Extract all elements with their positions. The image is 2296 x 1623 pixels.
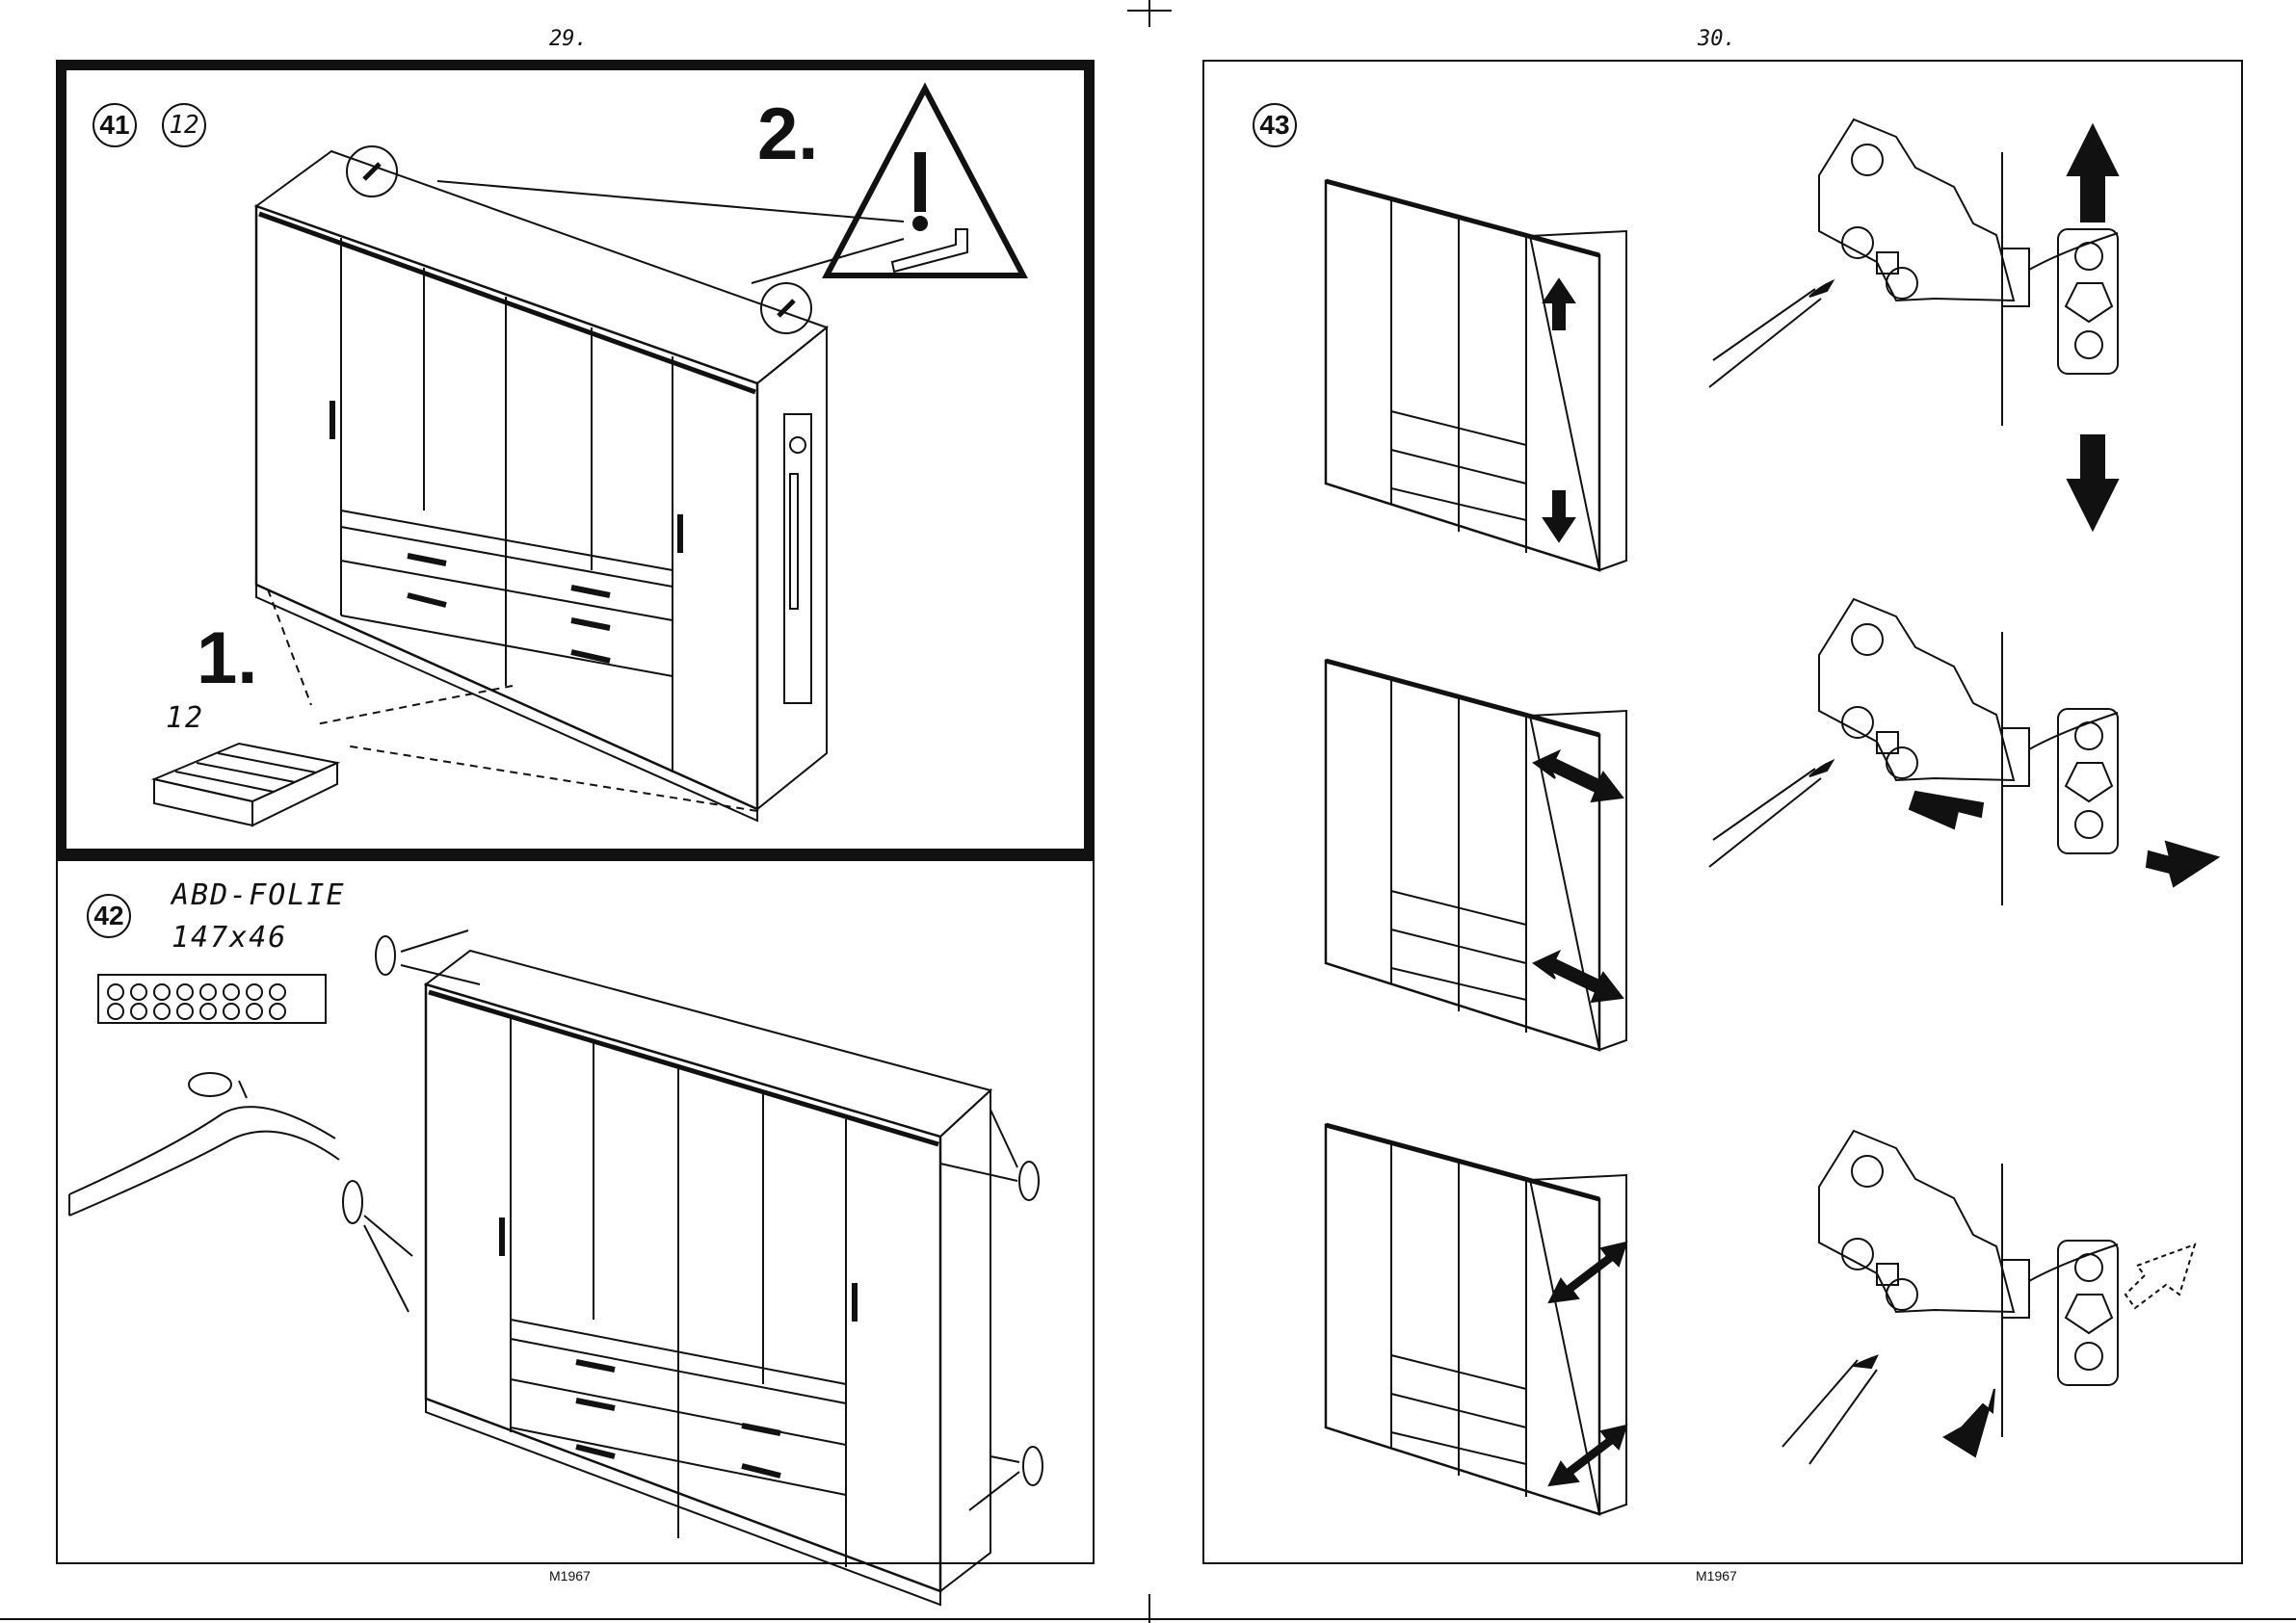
arrow-icon	[1544, 491, 1574, 541]
felt-pad-icon	[108, 984, 285, 1019]
hinge-adjust-depth	[1202, 1042, 2243, 1543]
page-number-left: 29.	[549, 27, 588, 51]
wardrobe-illustration-41	[56, 60, 1096, 850]
cabinet-hinge-icon	[1819, 119, 2118, 374]
arrow-icon	[1549, 1243, 1626, 1302]
fold-mark-top	[1148, 0, 1150, 27]
arrow-icon	[1549, 1426, 1626, 1485]
arrow-icon	[2147, 842, 2218, 886]
hinge-adjust-side	[1202, 539, 2243, 1040]
arrow-icon	[2125, 1244, 2195, 1308]
arrow-icon	[2068, 435, 2118, 530]
screwdriver-icon	[1782, 1356, 1877, 1464]
page-bottom-rule	[0, 1618, 2296, 1620]
screwdriver-icon	[1709, 281, 1833, 387]
arrow-icon	[2068, 125, 2118, 222]
page-number-right: 30.	[1698, 27, 1736, 51]
cabinet-hinge-icon	[1819, 1131, 2118, 1385]
wardrobe-illustration-42	[56, 859, 1095, 1564]
model-code-right: M1967	[1696, 1568, 1737, 1584]
arrow-icon	[1534, 952, 1623, 1002]
arrow-icon	[1944, 1389, 1994, 1456]
screwdriver-icon	[1709, 761, 1833, 867]
hinge-adjust-height	[1202, 60, 2243, 561]
cabinet-hinge-icon	[1819, 599, 2118, 853]
fold-mark-top-h	[1127, 10, 1172, 12]
arrow-icon	[1910, 792, 1983, 828]
model-code-left: M1967	[549, 1568, 591, 1584]
wall-bracket-icon	[892, 229, 967, 272]
